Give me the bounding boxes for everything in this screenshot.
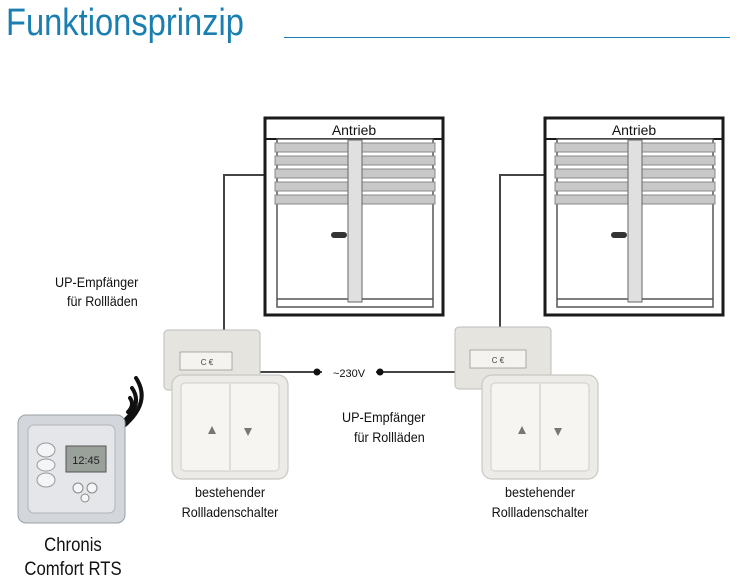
switch-down-arrow-icon bbox=[554, 428, 562, 436]
remote-display bbox=[65, 445, 107, 473]
remote-name-line2: Comfort RTS bbox=[24, 559, 122, 580]
remote-up-button bbox=[36, 442, 56, 458]
page-title: Funktionsprinzip bbox=[6, 2, 244, 44]
remote-stop-button bbox=[36, 458, 56, 472]
switch-1-label-line2: Rollladenschalter bbox=[181, 504, 279, 520]
window-mullion bbox=[347, 139, 363, 303]
shutter-switch-1 bbox=[171, 374, 289, 480]
chronis-remote bbox=[17, 414, 126, 524]
voltage-label: ~230V bbox=[333, 368, 366, 380]
switch-2-label-line2: Rollladenschalter bbox=[491, 504, 589, 520]
window-2 bbox=[543, 116, 725, 317]
receiver-label-mid-line2: für Rollläden bbox=[354, 429, 425, 445]
switch-up-arrow-icon bbox=[518, 426, 526, 434]
switch-up-arrow-icon bbox=[208, 426, 216, 434]
window-handle bbox=[611, 232, 627, 238]
svg-text:C €: C € bbox=[201, 358, 214, 367]
remote-name-line1: Chronis bbox=[44, 535, 102, 556]
window-1 bbox=[263, 116, 445, 317]
window-mullion bbox=[627, 139, 643, 303]
switch-down-arrow-icon bbox=[244, 428, 252, 436]
receiver-label-top-line2: für Rollläden bbox=[67, 293, 138, 309]
wire-dot-right bbox=[376, 368, 384, 376]
svg-text:C €: C € bbox=[492, 356, 505, 365]
receiver-label-top-line1: UP-Empfänger bbox=[55, 274, 139, 290]
remote-display-text: 12:45 bbox=[72, 455, 100, 467]
wire-receiver-1-to-window-1 bbox=[223, 174, 268, 332]
switch-1-label-line1: bestehender bbox=[194, 484, 266, 500]
shutter-switch-2 bbox=[481, 374, 599, 480]
wire-receiver-2-to-window-2 bbox=[499, 174, 548, 332]
window-handle bbox=[331, 232, 347, 238]
remote-down-button bbox=[36, 472, 56, 488]
title-underline bbox=[284, 37, 730, 38]
window-2-drive-label: Antrieb bbox=[612, 122, 657, 138]
switch-2-label-line1: bestehender bbox=[504, 484, 576, 500]
window-1-drive-label: Antrieb bbox=[332, 122, 377, 138]
receiver-module-2: C € bbox=[454, 326, 552, 390]
receiver-label-mid-line1: UP-Empfänger bbox=[342, 409, 426, 425]
wire-dot-left bbox=[313, 368, 321, 376]
